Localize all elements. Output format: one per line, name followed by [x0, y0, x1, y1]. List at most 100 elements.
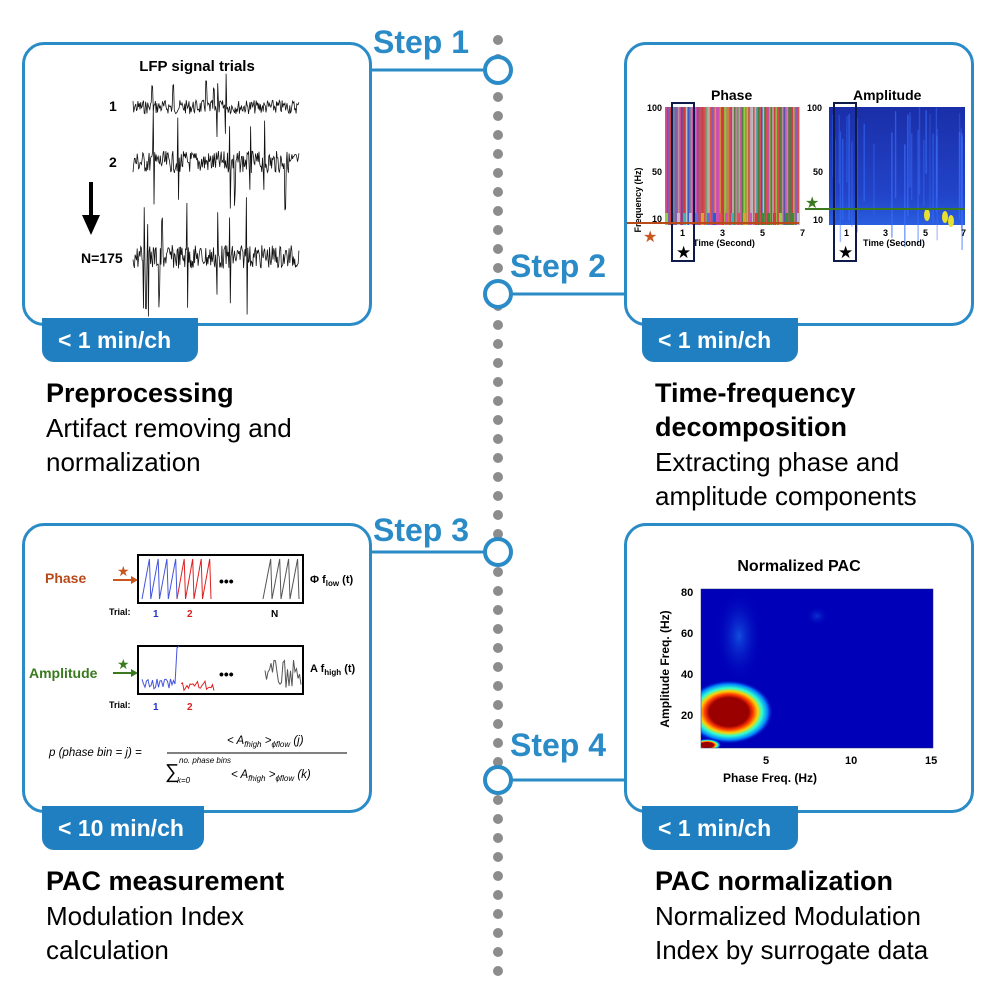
- pac-xtick-10: 10: [845, 755, 857, 767]
- amp-xtick-5: 5: [923, 228, 928, 238]
- phase-streak: [754, 107, 757, 225]
- phase-streak: [690, 107, 693, 225]
- tf-y-axis-label: Frequency (Hz): [633, 167, 643, 232]
- amplitude-streak: [846, 115, 848, 183]
- phase-ytick-10: 10: [652, 214, 662, 224]
- amplitude-streak: [832, 114, 834, 177]
- phase-lowfreq-band: [791, 213, 794, 225]
- phase-streak: [701, 107, 704, 225]
- phase-streak: [674, 107, 677, 225]
- phase-streak: [706, 107, 709, 225]
- amplitude-hotspot: [924, 209, 930, 221]
- phase-streak: [665, 107, 667, 225]
- timeline-dot: [493, 681, 503, 691]
- amplitude-streak: [891, 132, 893, 238]
- phase-streak: [673, 107, 675, 225]
- timeline-dot: [493, 795, 503, 805]
- phase-trials-box: [137, 554, 304, 604]
- amplitude-row-star-icon: ★: [117, 656, 130, 672]
- phase-streak: [775, 107, 778, 225]
- phase-streak: [681, 107, 683, 225]
- phase-streak: [668, 107, 670, 225]
- formula-sum-sign: ∑: [165, 761, 179, 783]
- phase-streak: [733, 107, 736, 225]
- step-1-label: Step 1: [373, 24, 470, 60]
- badge-step4-time: < 1 min/ch: [642, 806, 798, 850]
- phase-lowfreq-band: [701, 213, 704, 225]
- timeline-dot: [493, 130, 503, 140]
- pac-ytick-60: 60: [681, 628, 693, 640]
- phase-lowfreq-band: [665, 213, 668, 225]
- timeline-dot: [493, 396, 503, 406]
- amp-ytick-10: 10: [813, 215, 823, 225]
- amp-highlight-box: [833, 102, 857, 262]
- phase-trial-1: 1: [153, 609, 159, 620]
- phase-lowfreq-band: [683, 213, 686, 225]
- phase-streak: [695, 107, 698, 225]
- amplitude-hotspot: [948, 215, 954, 227]
- amp-xtick-7: 7: [961, 228, 966, 238]
- phase-arrowhead: [131, 576, 138, 584]
- phase-streak: [772, 107, 774, 225]
- lfp-trace-n: [132, 197, 300, 317]
- timeline-dot: [493, 149, 503, 159]
- phase-streak: [793, 107, 795, 225]
- phase-lowfreq-band: [761, 213, 764, 225]
- phase-streak: [786, 107, 789, 225]
- trial-n-label: N=175: [81, 250, 123, 266]
- timeline-dot: [493, 453, 503, 463]
- amplitude-streak: [848, 114, 850, 220]
- amplitude-trial-2-wave: [180, 679, 215, 692]
- phase-streak: [762, 107, 765, 225]
- amp-ytick-100: 100: [807, 103, 822, 113]
- step-3-label: Step 3: [373, 512, 470, 548]
- phase-streak: [783, 107, 786, 225]
- phase-streak: [773, 107, 776, 225]
- phase-streak: [709, 107, 712, 225]
- phase-lowfreq-band: [797, 213, 800, 225]
- lfp-heading: LFP signal trials: [139, 58, 255, 75]
- phase-lowfreq-band: [785, 213, 788, 225]
- phase-streak: [705, 107, 707, 225]
- timeline-dot: [493, 643, 503, 653]
- phase-lowfreq-band: [719, 213, 722, 225]
- phase-streak: [735, 107, 738, 225]
- panel-pac-measurement: Phase ★ ••• Φ flow (t) Trial: 1 2 N Ampl…: [22, 523, 372, 813]
- phase-lowfreq-band: [779, 213, 782, 225]
- step-4-label: Step 4: [510, 727, 607, 763]
- timeline-dot: [493, 35, 503, 45]
- timeline-dot: [493, 890, 503, 900]
- a-fhigh-label: A fhigh (t): [310, 663, 356, 677]
- amplitude-streak: [838, 115, 840, 184]
- phase-xtick-1: 1: [680, 228, 685, 238]
- phase-lowfreq-band: [737, 213, 740, 225]
- panel-pac-normalization: Normalized PAC Amplitude Freq. (Hz) 80 6…: [624, 523, 974, 813]
- amp-x-axis-label: Time (Second): [863, 238, 925, 248]
- timeline-dot: [493, 415, 503, 425]
- timeline-dot: [493, 111, 503, 121]
- amplitude-streak: [958, 113, 961, 207]
- phase-row-star-icon: ★: [117, 563, 130, 579]
- timeline-dot: [493, 605, 503, 615]
- phase-streak: [743, 107, 746, 225]
- phase-streak: [794, 107, 797, 225]
- phase-streak: [769, 107, 771, 225]
- phase-streak: [703, 107, 706, 225]
- amplitude-streak: [863, 123, 865, 201]
- amplitude-ellipsis: •••: [219, 666, 234, 682]
- pac-x-axis-label: Phase Freq. (Hz): [723, 771, 817, 785]
- phase-streak: [767, 107, 770, 225]
- phase-highlight-box: [671, 102, 695, 262]
- timeline-dot: [493, 377, 503, 387]
- phase-streak: [761, 107, 763, 225]
- phase-streak: [748, 107, 750, 225]
- pac-xtick-5: 5: [763, 755, 769, 767]
- amplitude-arrowhead: [131, 669, 138, 677]
- phase-streak: [777, 107, 779, 225]
- normalized-pac-plot: Normalized PAC Amplitude Freq. (Hz) 80 6…: [658, 558, 937, 785]
- formula-sum-top: no. phase bins: [179, 756, 231, 765]
- phi-flow-label: Φ flow (t): [310, 574, 353, 588]
- phase-streak: [685, 107, 688, 225]
- amplitude-streak: [936, 136, 938, 199]
